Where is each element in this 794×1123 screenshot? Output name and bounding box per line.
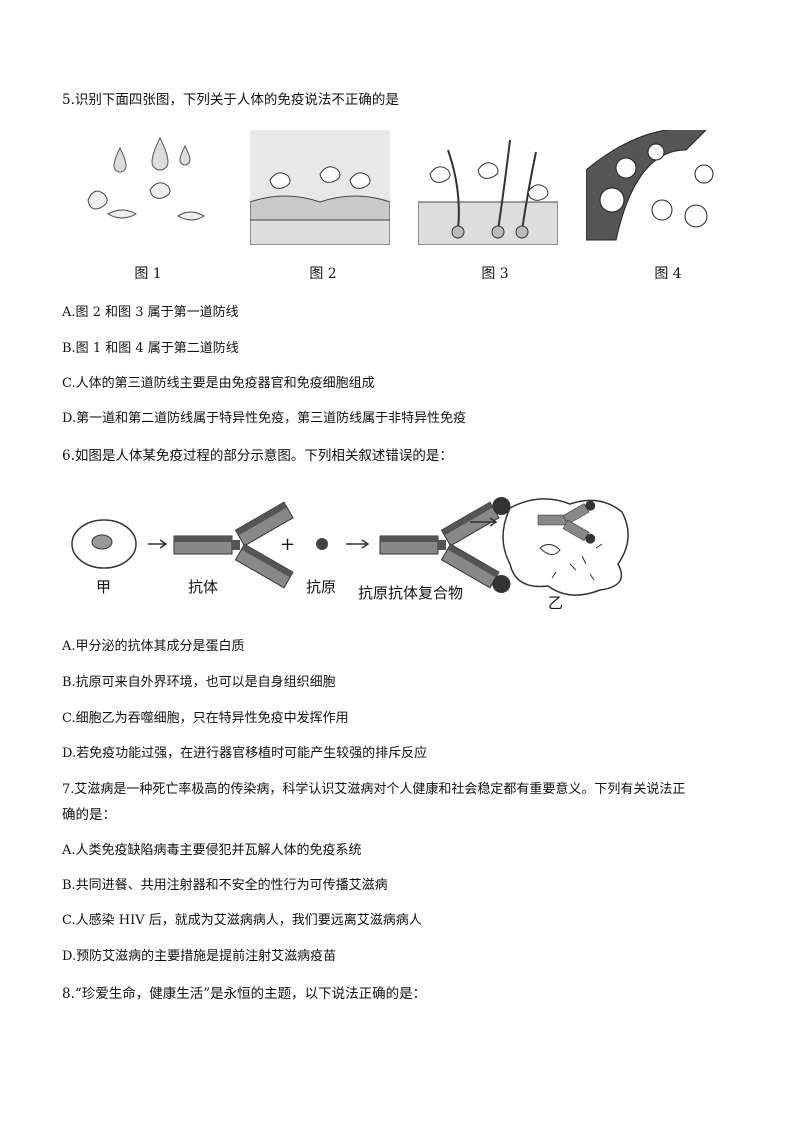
antigen-shape [316, 538, 328, 550]
q7-option-a: A.人类免疫缺陷病毒主要侵犯并瓦解人体的免疫系统 [62, 843, 362, 858]
q6-option-d: D.若免疫功能过强，在进行器官移植时可能产生较强的排斥反应 [62, 746, 428, 761]
figure-4-caption: 图 4 [654, 266, 682, 282]
q5-option-b: B.图 1 和图 4 属于第二道防线 [62, 341, 239, 356]
arrow-2 [346, 539, 370, 549]
q6-stem: 6.如图是人体某免疫过程的部分示意图。下列相关叙述错误的是： [62, 448, 453, 464]
label-complex: 抗原抗体复合物 [358, 584, 464, 602]
q5-stem: 5.识别下面四张图，下列关于人体的免疫说法不正确的是 [62, 92, 399, 108]
q5-option-d: D.第一道和第二道防线属于特异性免疫，第三道防线属于非特异性免疫 [62, 411, 467, 426]
figure-4-image [586, 130, 714, 241]
complex-shape [379, 497, 511, 593]
figure-3-caption: 图 3 [481, 266, 509, 282]
figure-1-caption: 图 1 [134, 266, 162, 282]
label-antibody: 抗体 [188, 578, 219, 596]
figure-2-caption: 图 2 [309, 266, 337, 282]
label-yi: 乙 [548, 594, 564, 612]
label-plus: + [280, 534, 296, 555]
q6-option-a: A.甲分泌的抗体其成分是蛋白质 [62, 639, 245, 654]
q5-option-a: A.图 2 和图 3 属于第一道防线 [62, 305, 239, 320]
label-antigen: 抗原 [306, 578, 337, 596]
q5-option-c: C.人体的第三道防线主要是由免疫器官和免疫细胞组成 [62, 376, 375, 391]
q6-option-c: C.细胞乙为吞噬细胞，只在特异性免疫中发挥作用 [62, 711, 349, 726]
figure-3-image [418, 139, 558, 245]
arrow-3 [470, 517, 498, 527]
antibody-shape [173, 501, 294, 589]
cell-yi-shape [502, 498, 629, 596]
immune-process-diagram: 甲 抗体 + 抗原 抗原抗体复合物 乙 [70, 478, 640, 613]
figure-2-image [250, 130, 390, 245]
label-jia: 甲 [96, 578, 112, 596]
q7-option-c: C.人感染 HIV 后，就成为艾滋病病人，我们要远离艾滋病病人 [62, 913, 422, 928]
q7-option-d: D.预防艾滋病的主要措施是提前注射艾滋病疫苗 [62, 949, 337, 964]
q7-stem-line1: 7.艾滋病是一种死亡率极高的传染病，科学认识艾滋病对个人健康和社会稳定都有重要意… [62, 782, 686, 797]
figure-1-image [87, 136, 205, 221]
q7-option-b: B.共同进餐、共用注射器和不安全的性行为可传播艾滋病 [62, 878, 388, 893]
q8-stem: 8.“珍爱生命，健康生活”是永恒的主题，以下说法正确的是： [62, 986, 427, 1002]
arrow-1 [148, 539, 168, 549]
q6-option-b: B.抗原可来自外界环境，也可以是自身组织细胞 [62, 675, 336, 690]
q7-stem-line2: 确的是： [62, 807, 116, 823]
